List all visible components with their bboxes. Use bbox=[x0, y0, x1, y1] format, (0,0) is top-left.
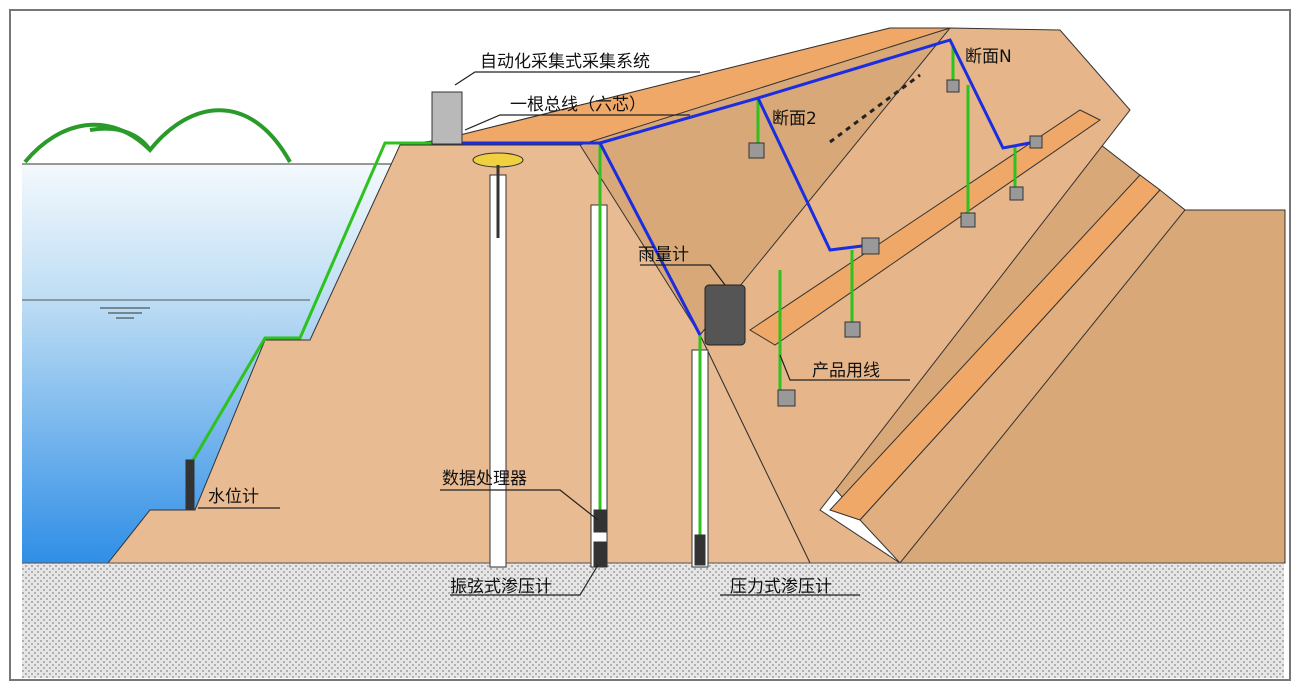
label-section-n: 断面N bbox=[965, 47, 1012, 67]
data-logger-cabinet bbox=[431, 91, 463, 145]
label-vw-piezometer: 振弦式渗压计 bbox=[450, 577, 552, 597]
toe-slope bbox=[859, 189, 1186, 564]
dam-body bbox=[106, 144, 811, 564]
foundation bbox=[22, 563, 1284, 678]
label-pressure-piezometer: 压力式渗压计 bbox=[730, 577, 832, 597]
label-product-line: 产品用线 bbox=[812, 361, 880, 381]
label-section-2: 断面2 bbox=[772, 109, 817, 129]
label-data-processor: 数据处理器 bbox=[442, 469, 527, 489]
label-water-level: 水位计 bbox=[208, 487, 259, 507]
sensors bbox=[185, 79, 1043, 567]
upper-berm bbox=[749, 109, 1101, 346]
label-rain-gauge: 雨量计 bbox=[638, 245, 689, 265]
bus-section-2 bbox=[599, 96, 871, 252]
wellhead-icon bbox=[472, 152, 524, 168]
label-bus: 一根总线（六芯） bbox=[510, 95, 646, 115]
water-level-symbol bbox=[100, 307, 150, 319]
hills bbox=[23, 108, 292, 164]
bus-section-n bbox=[757, 38, 1036, 150]
label-system: 自动化采集式采集系统 bbox=[480, 52, 650, 72]
ellipsis-dashes bbox=[829, 73, 921, 144]
rain-gauge-icon bbox=[704, 284, 746, 346]
leader-lines bbox=[198, 71, 910, 596]
product-wires bbox=[190, 45, 1017, 545]
